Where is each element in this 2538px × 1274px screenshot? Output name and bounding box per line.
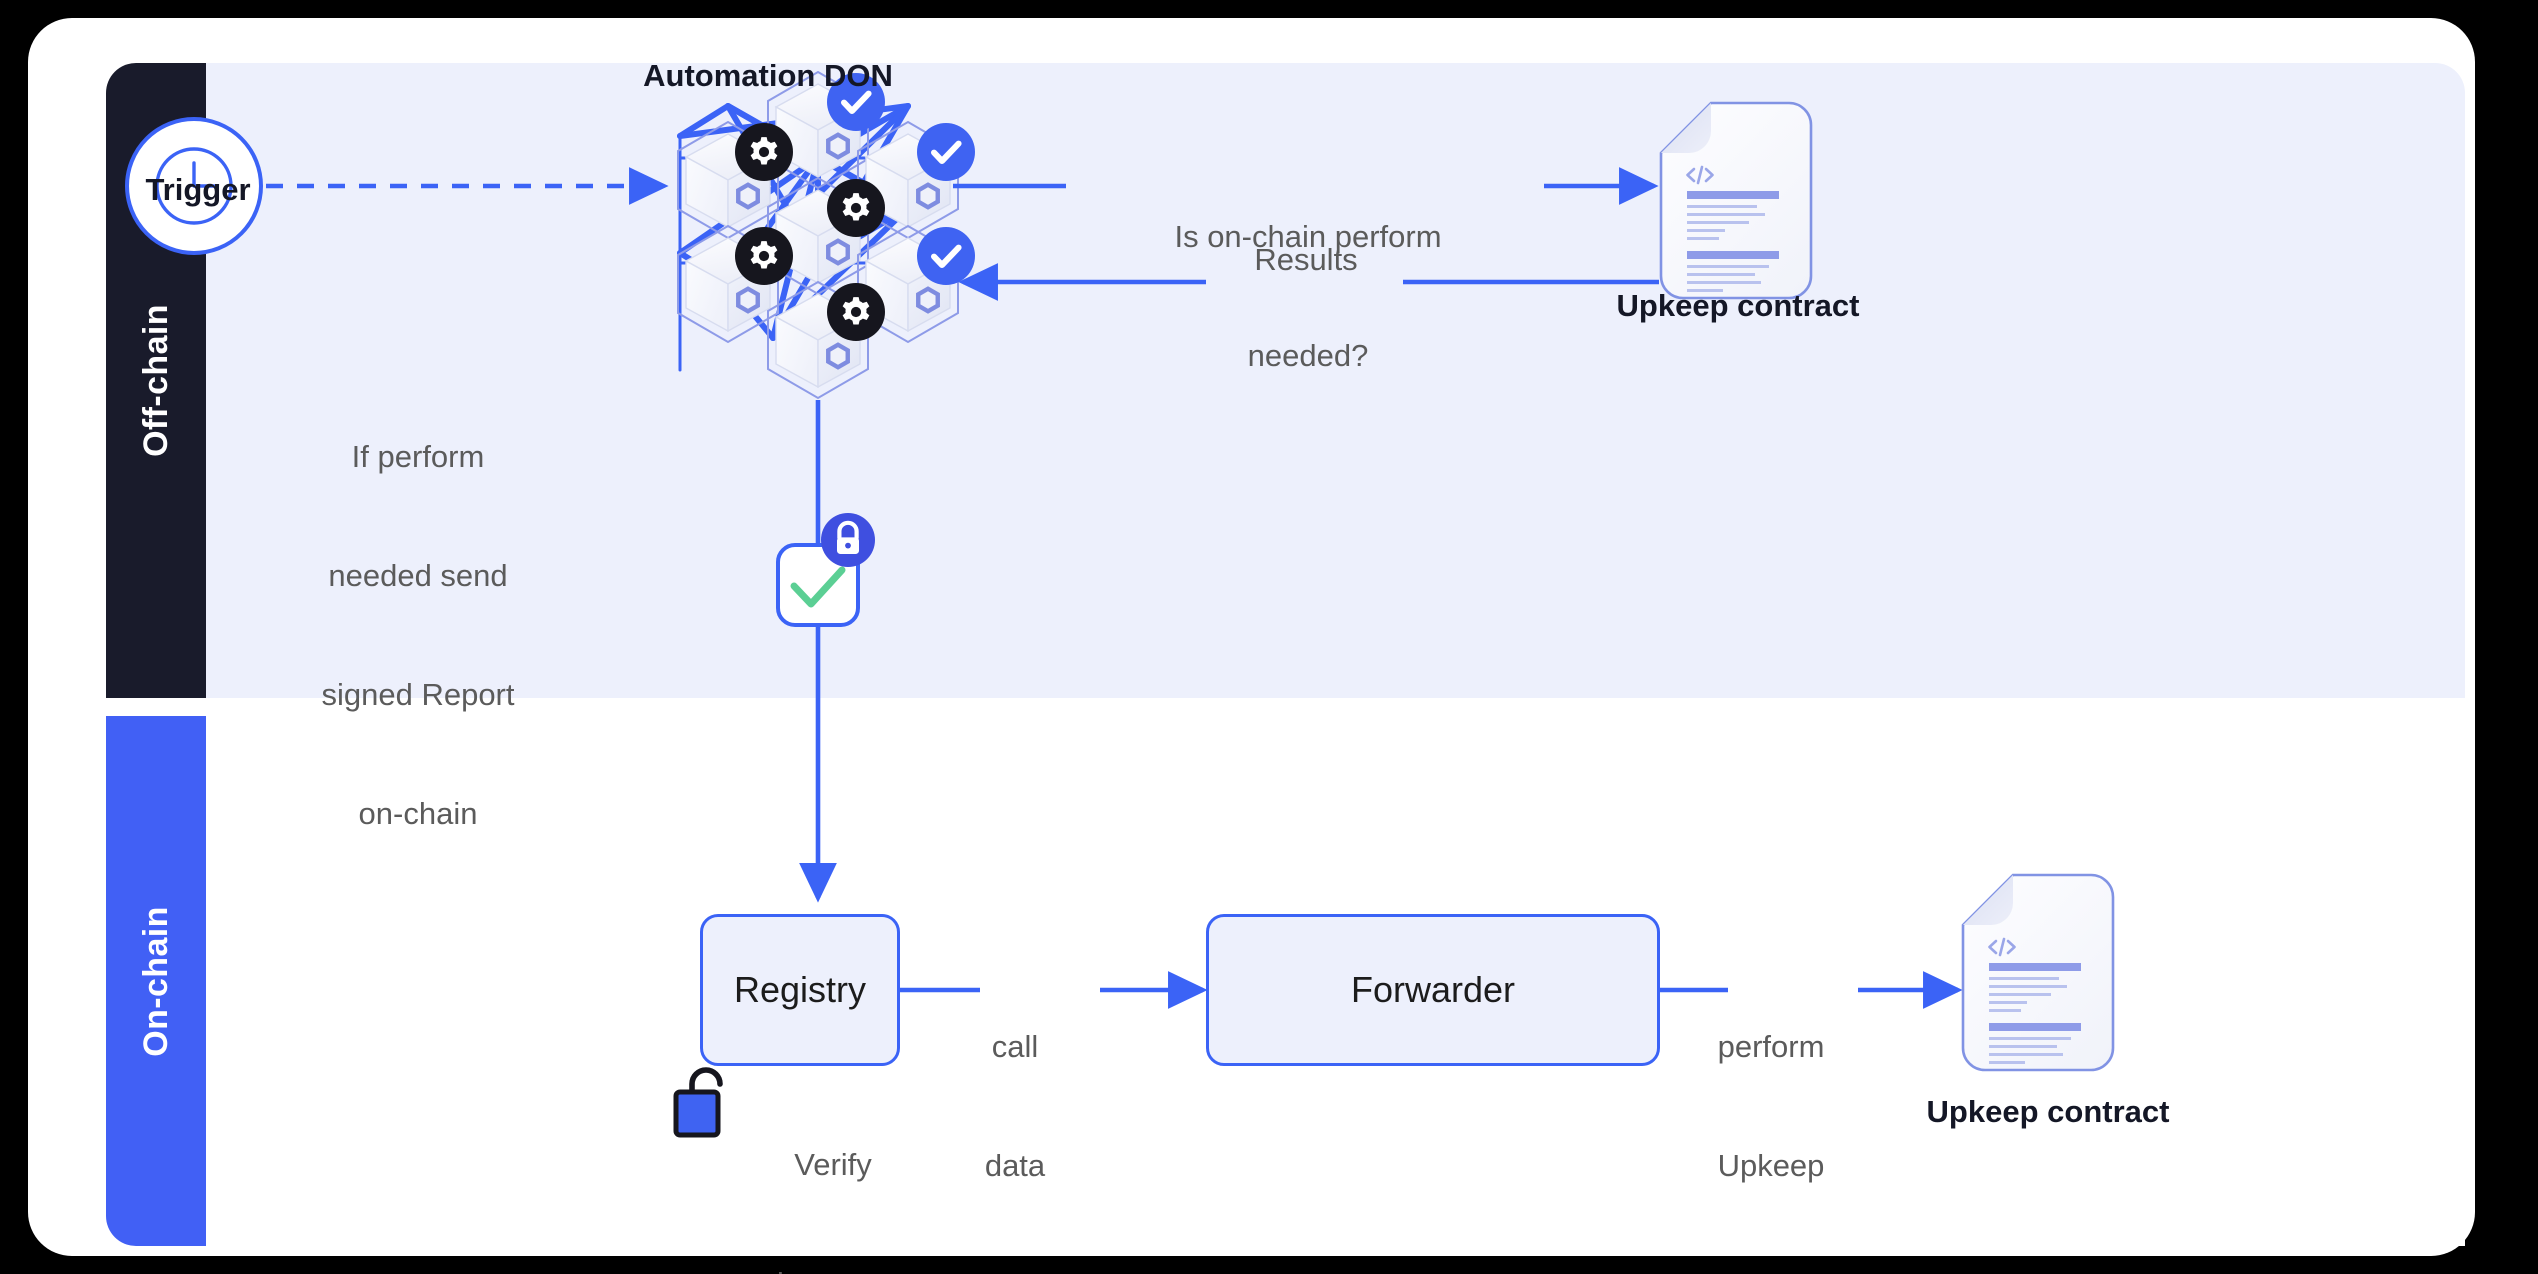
lane-onchain-label: On-chain	[136, 905, 175, 1057]
lane-offchain-label: Off-chain	[136, 304, 175, 457]
forwarder-label: Forwarder	[1350, 969, 1516, 1010]
registry-box[interactable]: Registry	[700, 914, 900, 1066]
automation-don-title: Automation DON	[643, 58, 893, 93]
signed-report-note: If perform needed send signed Report on-…	[321, 439, 515, 832]
perform-upkeep-label: perform Upkeep	[1717, 1029, 1825, 1184]
lane-onchain: On-chain	[106, 716, 206, 1246]
forwarder-box[interactable]: Forwarder	[1206, 914, 1660, 1066]
registry-label: Registry	[733, 969, 867, 1010]
diagram-card: Off-chain On-chain	[28, 18, 2475, 1274]
offchain-region	[206, 63, 2465, 698]
lane-offchain: Off-chain	[106, 63, 206, 698]
upkeep-contract-label-offchain: Upkeep contract	[1616, 288, 1860, 323]
upkeep-contract-label-onchain: Upkeep contract	[1926, 1094, 2170, 1129]
verify-signatures-label: Verify signatures	[761, 1147, 904, 1274]
query-label: Is on-chain perform needed?	[1174, 219, 1442, 374]
call-data-label: call data	[984, 1029, 1046, 1184]
trigger-label: Trigger	[145, 172, 251, 207]
results-label: Results	[1254, 242, 1358, 277]
